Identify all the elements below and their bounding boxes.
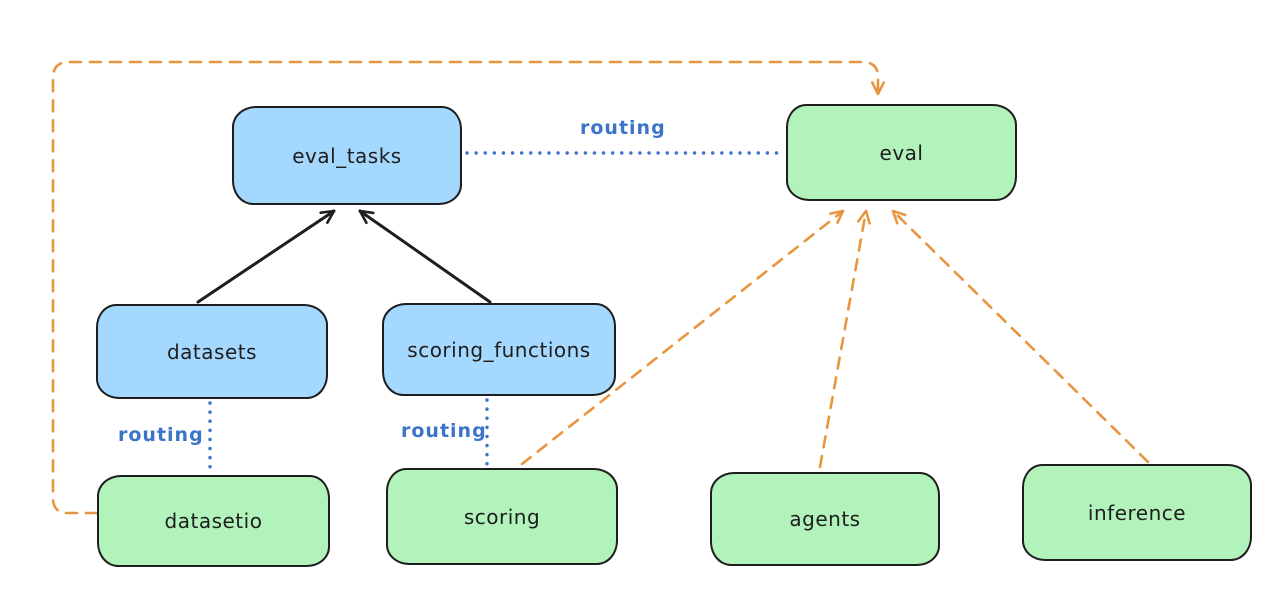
edge-label-routing-top: routing (580, 117, 666, 139)
node-eval-tasks: eval_tasks (232, 106, 462, 205)
edge-inference-eval (891, 209, 1150, 464)
node-eval-tasks-label: eval_tasks (292, 143, 402, 168)
node-datasetio-label: datasetio (164, 509, 263, 533)
edge-scoring-eval (520, 209, 845, 466)
node-eval-label: eval (879, 140, 924, 165)
node-eval: eval (786, 104, 1017, 201)
edge-datasets-eval-tasks (196, 209, 336, 304)
edge-scoring-functions-eval-tasks (358, 209, 492, 304)
edge-agents-eval (818, 209, 871, 469)
edge-datasetio-eval (51, 60, 886, 515)
node-scoring-functions-label: scoring_functions (407, 337, 591, 362)
edge-label-routing-middle: routing (401, 420, 487, 442)
node-agents-label: agents (789, 507, 861, 531)
node-datasets: datasets (96, 304, 328, 399)
node-scoring-label: scoring (463, 504, 541, 529)
node-agents: agents (710, 472, 940, 566)
node-inference-label: inference (1087, 500, 1187, 525)
node-datasetio: datasetio (97, 475, 330, 567)
node-scoring: scoring (386, 468, 618, 565)
edge-label-routing-left: routing (118, 424, 204, 446)
node-inference: inference (1022, 464, 1252, 561)
node-scoring-functions: scoring_functions (382, 303, 616, 396)
node-datasets-label: datasets (166, 339, 258, 364)
